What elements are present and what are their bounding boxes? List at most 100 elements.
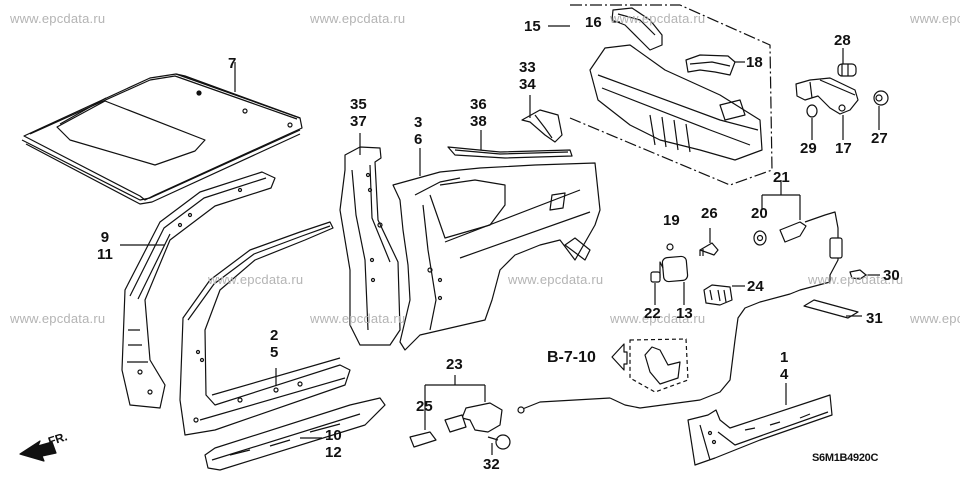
callout-number: 21	[773, 169, 790, 186]
callout-27[interactable]: 27	[871, 130, 888, 147]
pad[interactable]	[803, 299, 862, 319]
callout-32[interactable]: 32	[483, 456, 500, 473]
callout-number: 9	[100, 229, 110, 246]
cross-reference-link[interactable]: B-7-10	[547, 349, 596, 366]
callout-number: 13	[676, 305, 693, 322]
front-arrow-icon	[19, 440, 57, 462]
rear-panel-gusset-left[interactable]	[611, 7, 663, 51]
fuel-lid[interactable]	[659, 255, 689, 305]
callout-number: 7	[228, 55, 237, 72]
fuel-lid-cable-assembly[interactable]	[517, 180, 843, 414]
callout-number: 3	[414, 114, 423, 131]
callout-15[interactable]: 15	[524, 18, 541, 35]
side-sill-inner[interactable]	[204, 397, 386, 471]
front-direction-arrow	[19, 440, 57, 462]
callout-17[interactable]: 17	[835, 140, 852, 157]
callout-number: 26	[701, 205, 718, 222]
watermark: www.epcdata.ru	[508, 272, 604, 287]
front-pillar-inner[interactable]	[120, 171, 276, 409]
callout-16[interactable]: 16	[585, 14, 602, 31]
callout-21[interactable]: 21	[773, 169, 790, 186]
callout-20[interactable]: 20	[751, 205, 768, 222]
leader-bracket-21	[761, 194, 801, 220]
fuel-lid-cap[interactable]	[753, 230, 767, 246]
watermark: www.epcdata.ru	[910, 311, 960, 326]
grommet[interactable]	[837, 48, 857, 77]
rear-panel-assembly[interactable]	[548, 4, 773, 186]
callout-number: 35	[350, 96, 367, 113]
callout-19[interactable]: 19	[663, 212, 680, 229]
side-sill-outer[interactable]	[687, 383, 833, 466]
callout-number: 19	[663, 212, 680, 229]
callout-number: 30	[883, 267, 900, 284]
latch-assembly[interactable]	[409, 375, 511, 455]
nut[interactable]	[806, 104, 818, 140]
cross-reference-arrow-icon	[611, 343, 628, 371]
callout-number: 24	[747, 278, 764, 295]
callout-28[interactable]: 28	[834, 32, 851, 49]
latch-bolt[interactable]	[487, 434, 511, 455]
callout-31[interactable]: 31	[866, 310, 883, 327]
diagram-code: S6M1B4920C	[812, 452, 879, 464]
bushing[interactable]	[650, 271, 661, 305]
callout-7[interactable]: 7	[228, 55, 236, 72]
front-pillar-outer[interactable]	[179, 221, 351, 436]
callout-number: 38	[470, 113, 487, 130]
callout-number: 6	[414, 131, 423, 148]
callout-number: 4	[780, 366, 789, 383]
callout-number: 33	[519, 59, 536, 76]
watermark: www.epcdata.ru	[910, 11, 960, 26]
bolt[interactable]	[699, 228, 719, 256]
bracket-upper[interactable]	[521, 95, 563, 143]
callout-24[interactable]: 24	[747, 278, 764, 295]
rear-quarter-panel[interactable]	[392, 148, 601, 351]
fuel-lid-opener-bracket[interactable]	[795, 77, 859, 140]
callout-number: 34	[519, 76, 536, 93]
callout-number: 31	[866, 310, 883, 327]
callout-26[interactable]: 26	[701, 205, 718, 222]
callout-29[interactable]: 29	[800, 140, 817, 157]
roof-panel[interactable]	[21, 62, 303, 205]
center-pillar[interactable]	[339, 133, 401, 346]
callout-number: 20	[751, 205, 768, 222]
cap[interactable]	[873, 90, 889, 130]
callout-number: 17	[835, 140, 852, 157]
callout-number: 12	[325, 444, 342, 461]
callout-number: 29	[800, 140, 817, 157]
callout-22[interactable]: 22	[644, 305, 661, 322]
roof-rail-rear[interactable]	[447, 130, 573, 159]
callout-number: 32	[483, 456, 500, 473]
callout-number: 28	[834, 32, 851, 49]
callout-18[interactable]: 18	[746, 54, 763, 71]
callout-13[interactable]: 13	[676, 305, 693, 322]
callout-25[interactable]: 25	[416, 398, 433, 415]
callout-number: 37	[350, 113, 367, 130]
spring[interactable]	[666, 243, 674, 251]
watermark: www.epcdata.ru	[10, 311, 106, 326]
callout-number: 23	[446, 356, 463, 373]
callout-23[interactable]: 23	[446, 356, 463, 373]
watermark: www.epcdata.ru	[10, 11, 106, 26]
callout-number: 1	[780, 349, 789, 366]
clip[interactable]	[849, 269, 880, 280]
watermark: www.epcdata.ru	[610, 11, 706, 26]
watermark: www.epcdata.ru	[208, 272, 304, 287]
callout-number: 5	[270, 344, 279, 361]
rear-panel-gusset-right[interactable]	[685, 54, 745, 76]
callout-30[interactable]: 30	[883, 267, 900, 284]
fuel-lid-opener[interactable]	[703, 284, 745, 306]
latch-cover[interactable]	[409, 431, 437, 448]
callout-number: 18	[746, 54, 763, 71]
cross-reference-detail[interactable]	[611, 338, 689, 393]
callout-number: 15	[524, 18, 541, 35]
callout-number: 27	[871, 130, 888, 147]
